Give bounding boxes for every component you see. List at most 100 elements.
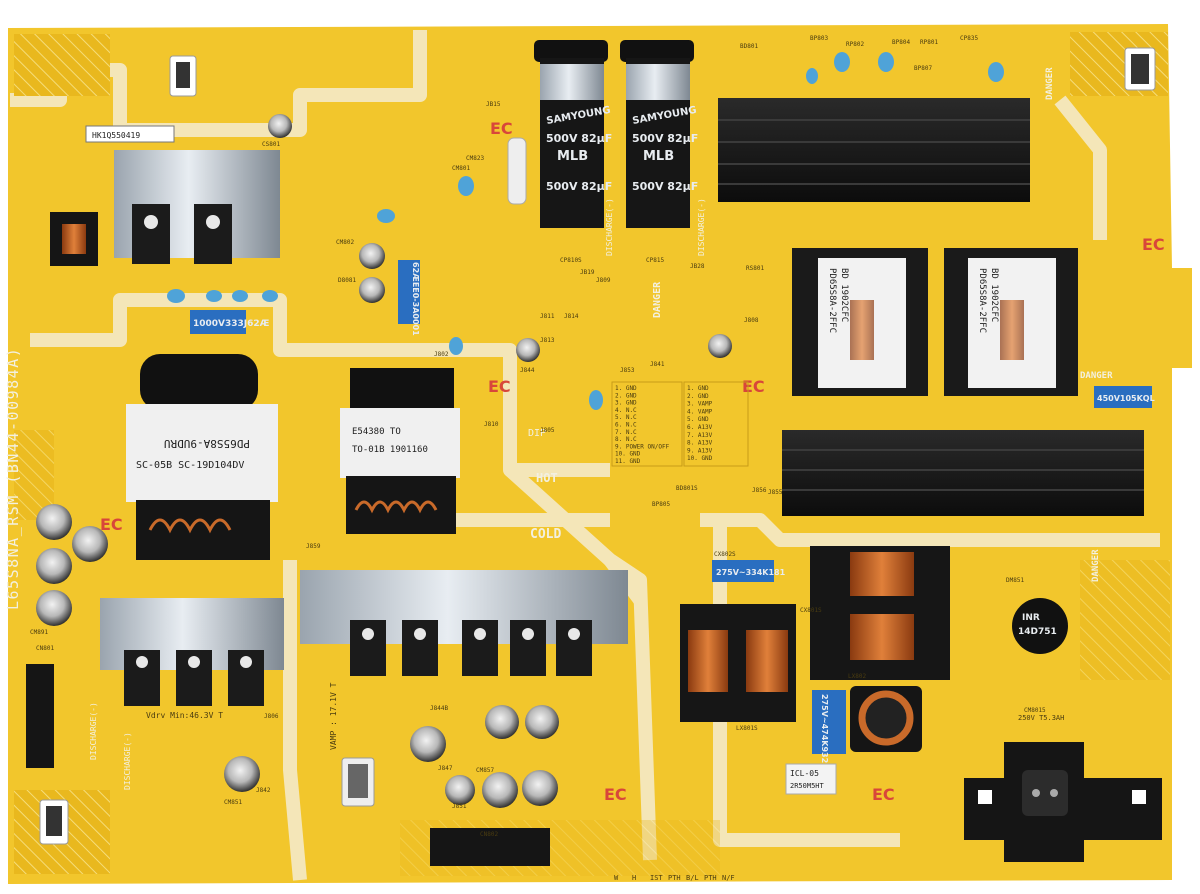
ref-label: CM857 [476,767,494,774]
ref-label: LX802 [848,673,866,680]
svg-text:EC: EC [872,785,895,804]
ref-label: CM823 [466,155,484,162]
pin-right-row: 4. VAMP [687,408,713,415]
pin-tables [611,381,749,467]
connector-header-cell: N/F [722,874,735,882]
ec-marks: EC EC EC EC EC EC EC [100,119,1165,804]
zone-dip: DIP [528,428,546,439]
ref-label: J813 [540,337,555,344]
connector-header-cell: H [632,874,636,882]
pin-right-row: 7. A13V [687,432,713,439]
ref-label: CN801 [36,645,54,652]
ref-label: LX801S [736,725,758,732]
svg-text:BD 1902CFC: BD 1902CFC [839,268,849,322]
vdrv-note: Vdrv Min:46.3V T [146,711,223,720]
ref-label: J809 [596,277,611,284]
svg-text:500V 82µF: 500V 82µF [546,132,612,145]
ref-label: RP801 [920,39,938,46]
pin-right-row: 8. A13V [687,440,713,447]
pin-left-row: 9. POWER ON/OFF [615,443,670,450]
ref-label: BD801 [740,43,758,50]
pin-right-row: 2. GND [687,393,709,400]
pin-left-row: 8. N.C [615,436,637,443]
connector-header-cell: IST [650,874,663,882]
heatsink-top-right [718,98,1030,202]
ref-label: CM801 [452,165,470,172]
heatsink-middle-right [782,430,1144,516]
ref-label: CP810S [560,257,582,264]
pin-left-row: 11. GND [615,458,641,465]
svg-text:450V105KQL: 450V105KQL [1097,394,1155,403]
ref-label: CP815 [646,257,664,264]
pin-left-row: 2. GND [615,392,637,399]
heatsink-top-left [114,150,280,264]
ref-label: D8081 [338,277,356,284]
pin-left-row: 6. N.C [615,422,637,429]
ref-label: JB15 [486,101,501,108]
pin-right-row: 5. GND [687,416,709,423]
svg-text:PD65S8A-2FFC: PD65S8A-2FFC [977,268,987,333]
zone-hot: HOT [536,471,558,485]
svg-text:14D751: 14D751 [1018,627,1057,637]
mounting-clips [39,47,1156,845]
ref-label: CS801 [262,141,280,148]
pin-left-row: 4. N.C [615,407,637,414]
model-sticker [85,125,175,143]
ref-label: DM851 [1006,577,1024,584]
output-connector-left [26,664,54,768]
pin-right-row: 9. A13V [687,447,713,454]
svg-text:BD 1902CFC: BD 1902CFC [989,268,999,322]
svg-text:E54380 TO: E54380 TO [352,427,401,437]
pin-left-row: 7. N.C [615,429,637,436]
connector-header-cell: PTH [704,874,717,882]
discharge-label-2: DISCHARGE(-) [697,198,706,256]
ac-inlet-connector [964,742,1162,862]
svg-text:500V 82µF: 500V 82µF [632,132,698,145]
svg-text:500V 82µF: 500V 82µF [632,180,698,193]
ref-label: BP805 [652,501,670,508]
icl-sticker [785,763,837,795]
ref-label: CX801S [800,607,822,614]
ref-label: JB19 [580,269,595,276]
svg-text:EC: EC [100,515,123,534]
output-connector-bottom [430,828,550,866]
common-mode-chokes [680,546,950,752]
ref-label: J811 [540,313,555,320]
transformer-right-b: PD65S8A-2FFC BD 1902CFC [944,248,1078,396]
ref-label: CM802 [336,239,354,246]
ref-label: J844 [520,367,535,374]
ref-label: J842 [256,787,271,794]
ref-label: J855 [768,489,783,496]
connector-header-cell: B/L [686,874,699,882]
ref-label: J805 [540,427,555,434]
ref-label: BP804 [892,39,910,46]
ref-label: CM851 [224,799,242,806]
ref-label: CM8015 [1024,707,1046,714]
pin-right-row: 6. A13V [687,424,713,431]
ref-label: J808 [744,317,759,324]
input-fuse [507,137,527,205]
ref-label: J814 [564,313,579,320]
ref-label: J841 [650,361,665,368]
svg-text:ICL-05: ICL-05 [790,769,819,778]
danger-label-4: DANGER [1091,549,1101,582]
pin-left-row: 1. GND [615,385,637,392]
danger-label-3: DANGER [1080,371,1113,381]
svg-text:EC: EC [742,377,765,396]
svg-text:MLB: MLB [557,149,588,164]
fuse-rating: 250V T5.3AH [1018,714,1064,722]
ref-label: J802 [434,351,449,358]
ref-label: RS801 [746,265,764,272]
ntc-thermistor: INR 14D751 [1012,598,1068,654]
svg-text:EC: EC [488,377,511,396]
heatsink-bottom-center [300,570,628,676]
connector-header-cell: PTH [668,874,681,882]
svg-text:INR: INR [1022,613,1040,623]
ref-label: BD801S [676,485,698,492]
model-sticker-text: HK1Q550419 [92,131,140,140]
discharge-label-4: DISCHARGE(-) [123,732,132,790]
